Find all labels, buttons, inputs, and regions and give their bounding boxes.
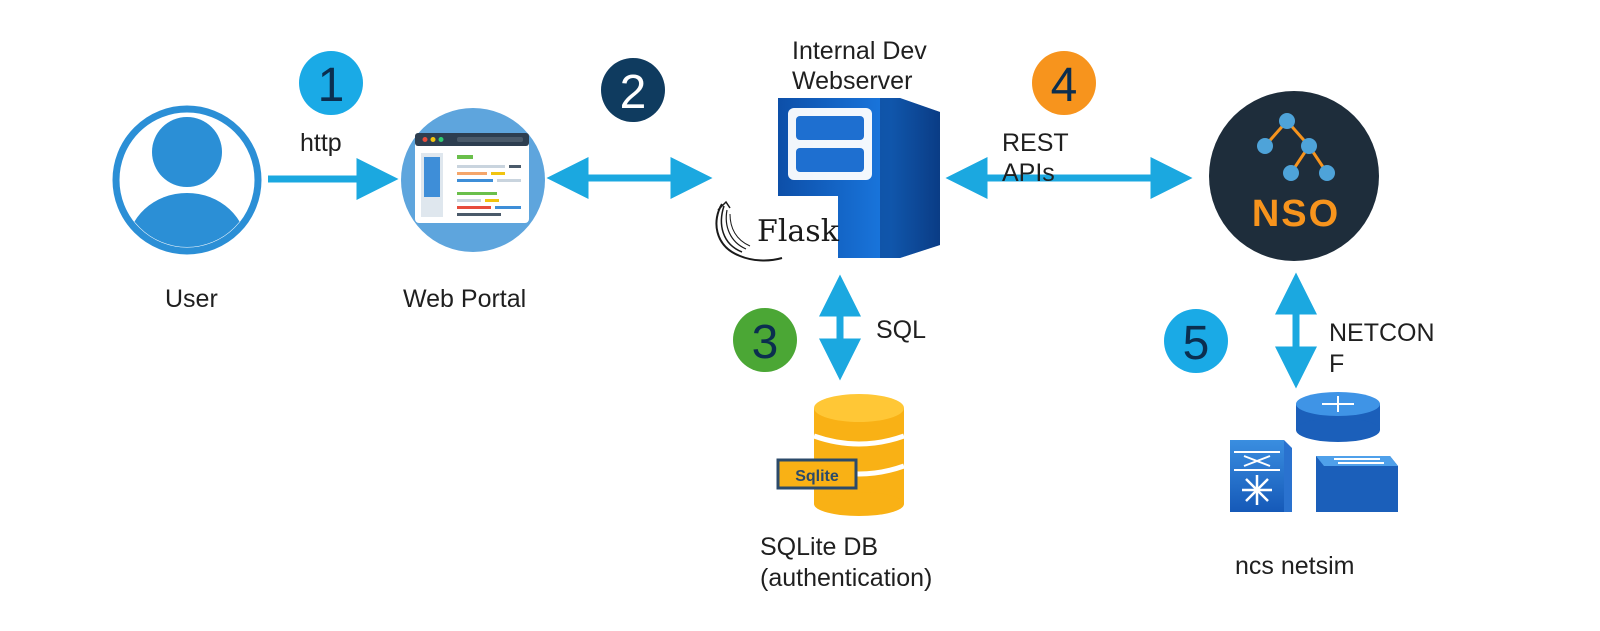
webserver-icon [778,98,940,258]
web-portal-label: Web Portal [403,285,527,313]
flask-text: Flask [757,214,840,249]
svg-text:5: 5 [1183,317,1210,370]
edge-label-sql: SQL [876,316,927,344]
sqlite-badge-text: Sqlite [795,468,839,485]
server-label-line1: Internal Dev [792,37,927,65]
svg-text:4: 4 [1051,59,1078,112]
step-badge-5: 5 [1164,309,1228,373]
edge-label-netconf-f: F [1329,350,1345,378]
step-badge-4: 4 [1032,51,1096,115]
db-label-line1: SQLite DB [760,533,879,561]
flask-logo-icon [710,196,838,262]
nso-logo-text: NSO [1252,193,1340,235]
netsim-label: ncs netsim [1235,552,1355,580]
user-icon [112,105,262,255]
nso-logo-icon [1209,91,1379,261]
db-label-line2: (authentication) [760,564,933,592]
step-badge-1: 1 [299,51,363,115]
web-portal-icon [401,108,545,252]
edge-label-apis: APIs [1002,159,1055,187]
server-label-line2: Webserver [792,67,913,95]
svg-text:1: 1 [318,59,345,112]
sqlite-db-icon [776,394,905,516]
edge-label-rest: REST [1002,129,1069,157]
svg-text:2: 2 [620,66,647,119]
svg-text:3: 3 [752,316,779,369]
step-badge-3: 3 [733,308,797,372]
netsim-devices-icon [1230,392,1398,512]
edge-label-http: http [300,129,342,157]
step-badge-2: 2 [601,58,665,122]
edge-label-netconf: NETCON [1329,319,1435,347]
user-label: User [165,285,218,313]
